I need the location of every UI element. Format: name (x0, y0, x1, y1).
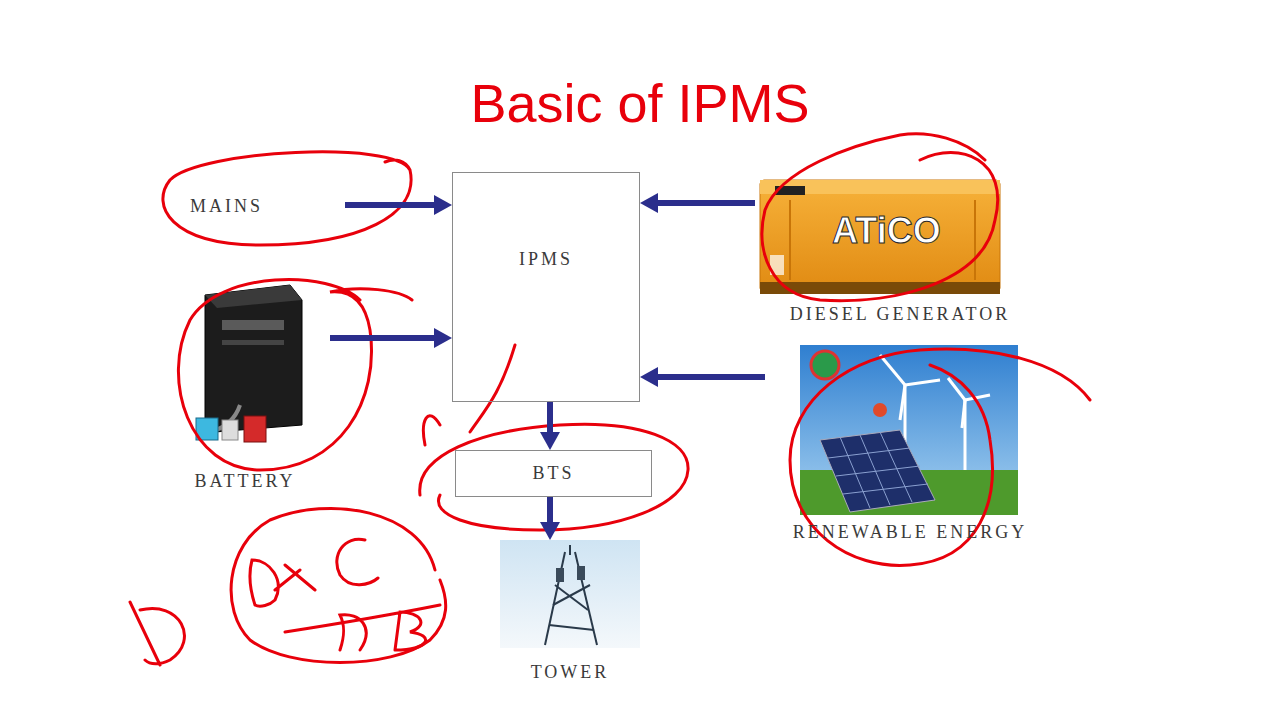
annotation-circle (163, 152, 411, 245)
node-label: RENEWABLE ENERGY (793, 522, 1027, 543)
annotation-circle (420, 424, 688, 530)
renewable-energy-picture (800, 345, 1018, 515)
process-box: IPMS (452, 172, 640, 402)
arrow-head (434, 195, 452, 215)
battery-node: BATTERY (160, 282, 330, 494)
brand-label: ATiCO (832, 210, 941, 252)
arrow-connector (330, 328, 452, 348)
arrow-head (540, 522, 560, 540)
tower-picture (500, 540, 640, 648)
connector-line (654, 200, 755, 206)
node-label: BATTERY (194, 471, 295, 492)
source-label: MAINS (180, 188, 345, 224)
arrow-connector (345, 195, 452, 215)
node-label: TOWER (531, 662, 610, 683)
connector-line (345, 202, 438, 208)
arrow-head (434, 328, 452, 348)
node-label: IPMS (519, 249, 573, 270)
arrow-head (640, 367, 658, 387)
process-box: BTS (455, 450, 652, 497)
arrow-connector (540, 497, 560, 540)
arrow-connector (640, 193, 755, 213)
battery-picture (196, 285, 302, 442)
generator-picture (760, 180, 1000, 294)
annotation-circle (790, 349, 1090, 565)
connector-line (654, 374, 765, 380)
arrow-head (640, 193, 658, 213)
tower-node: TOWER (495, 540, 645, 685)
node-label: MAINS (190, 196, 263, 217)
diagram-title: Basic of IPMS (0, 72, 1280, 134)
connector-line (547, 497, 553, 526)
arrow-connector (640, 367, 765, 387)
renewable-node: RENEWABLE ENERGY (765, 343, 1055, 545)
node-label: BTS (532, 463, 574, 484)
annotation-circle (762, 134, 998, 301)
annotation-tick (423, 345, 515, 445)
connector-line (547, 402, 553, 436)
arrow-connector (540, 402, 560, 450)
annotation-scribble (130, 539, 440, 665)
node-label: DIESEL GENERATOR (790, 304, 1011, 325)
connector-line (330, 335, 438, 341)
annotation-circle (231, 508, 446, 662)
arrow-head (540, 432, 560, 450)
annotation-circle (178, 280, 412, 470)
